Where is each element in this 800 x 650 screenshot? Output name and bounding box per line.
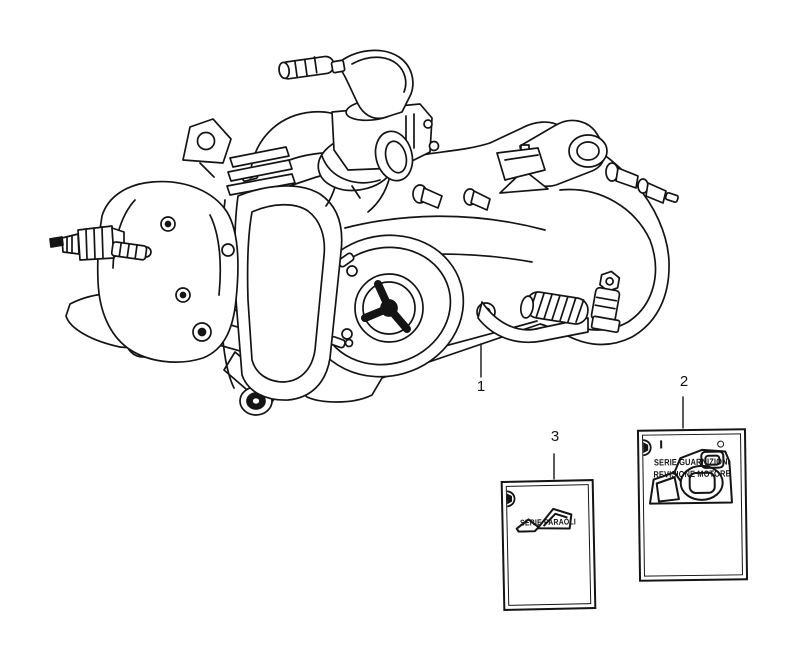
callout-2: 2: [679, 373, 689, 390]
kick-starter: [476, 270, 621, 344]
callout-1: 1: [476, 378, 486, 395]
seal-kit-card-inner: SERIE PARAOLI: [505, 484, 592, 606]
seal-drawing: [515, 507, 573, 533]
spark-plug: [49, 225, 148, 261]
callout-3: 3: [550, 428, 560, 445]
hex-bolt-icon: [505, 490, 516, 508]
carburetor: [278, 49, 440, 213]
gasket-drawing: [648, 448, 733, 505]
seal-kit-card: SERIE PARAOLI: [500, 479, 597, 611]
gasket-kit-card-inner: SERIE GUARNIZIONI REVISIONE MOTORE: [642, 433, 743, 577]
gasket-kit-card-header: [642, 437, 740, 457]
gasket-kit-card: SERIE GUARNIZIONI REVISIONE MOTORE: [636, 428, 749, 582]
rear-mount-barrel: [499, 119, 679, 204]
hex-bolt-icon: [642, 439, 652, 457]
seal-kit-card-header: [505, 488, 588, 508]
leader-lines: [480, 343, 684, 480]
variator-pulley: [305, 234, 465, 378]
